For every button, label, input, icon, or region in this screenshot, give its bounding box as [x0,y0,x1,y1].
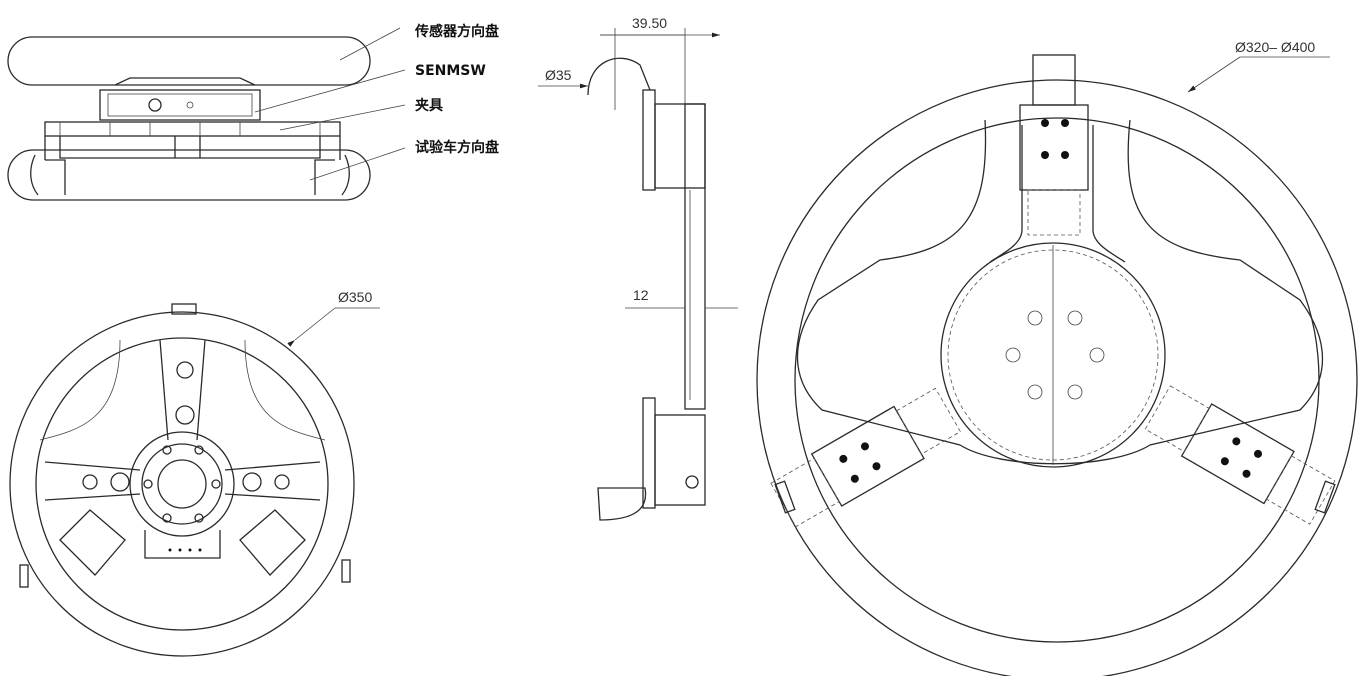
label-fixture: 夹具 [415,97,443,114]
senmsw-body [99,89,261,121]
clamp-profile: 39.50 Ø35 12 [538,15,738,521]
label-test-vehicle-wheel: 试验车方向盘 [415,139,499,156]
dim-clamp-thickness: 12 [633,287,649,303]
label-senmsw: SENMSW [415,63,486,79]
dim-clamp-width: 39.50 [632,15,667,31]
dim-front-diameter: Ø350 [338,289,372,305]
test-vehicle-wheel-side [7,149,371,201]
side-view-assembly: 传感器方向盘 SENMSW 夹具 试验车方向盘 [7,23,499,201]
dim-wheel-range: Ø320– Ø400 [1235,39,1315,55]
large-wheel-view: Ø320– Ø400 [756,39,1358,676]
sensor-steering-wheel-side [7,36,371,86]
hub-bolts [1005,310,1105,400]
dim-clamp-diameter: Ø35 [545,67,572,83]
front-view-wheel: Ø350 [9,289,380,657]
fixture-side [44,121,341,137]
label-sensor-wheel: 传感器方向盘 [414,23,499,40]
